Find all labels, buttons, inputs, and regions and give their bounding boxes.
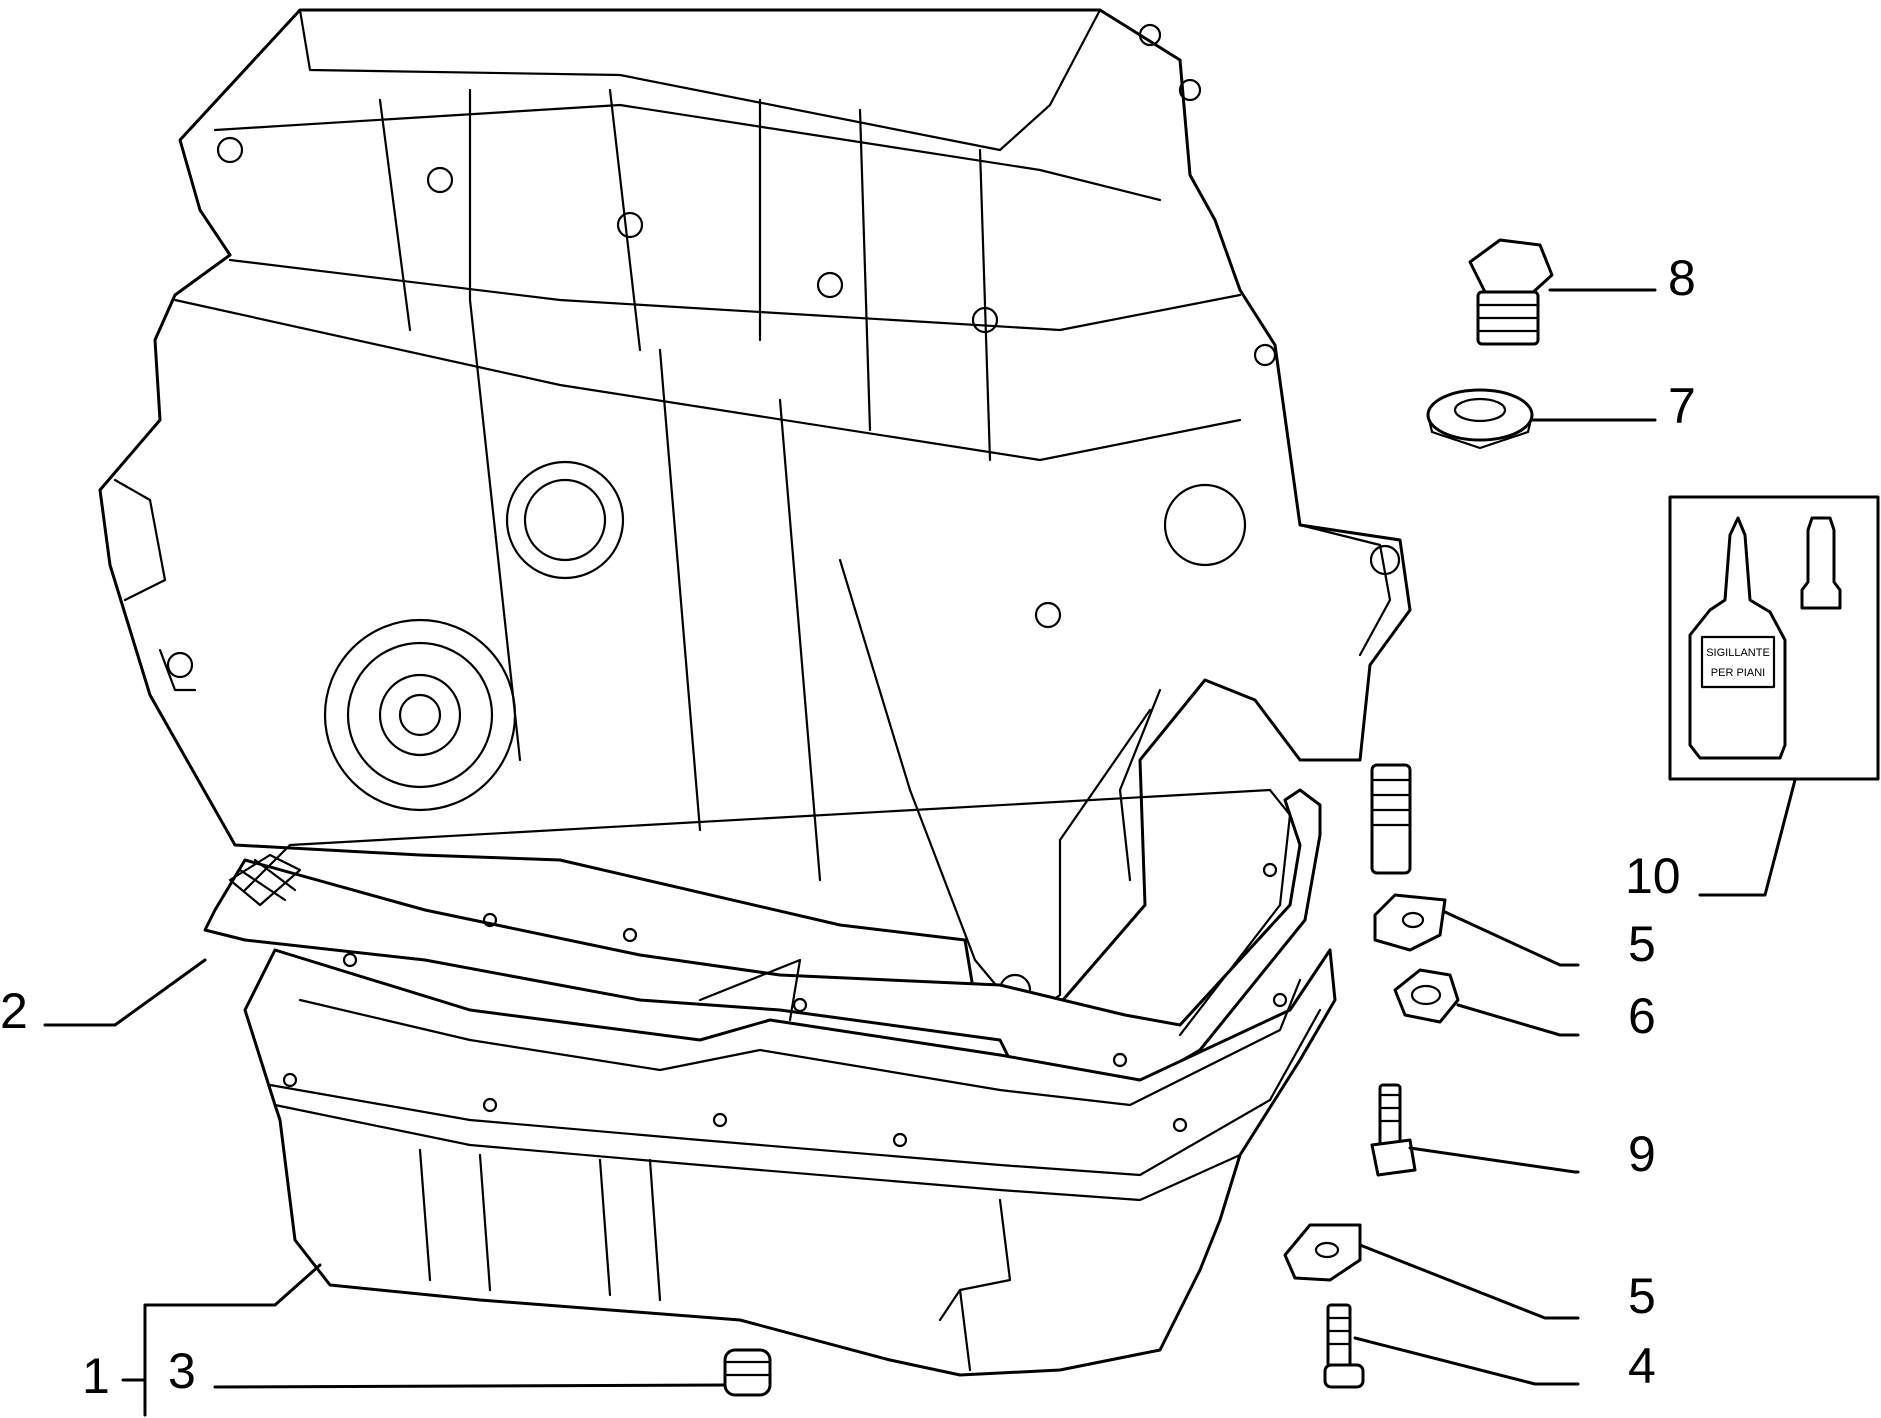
plug-part-3 [723,1348,772,1397]
callout-1: 1 [82,1348,110,1404]
callout-8: 8 [1668,250,1696,306]
callout-10: 10 [1625,848,1681,904]
screw-part-4 [1323,1303,1365,1389]
callout-4: 4 [1628,1338,1656,1394]
drain-plug-part-8 [1468,238,1554,346]
sealant-kit-part-10: SIGILLANTE PER PIANI [1668,495,1880,781]
nut-part-6 [1393,968,1460,1024]
bolt-part-9 [1370,1083,1417,1177]
engine-block [98,8,1412,1032]
stud [1370,763,1412,875]
sealant-tube-text-line1: SIGILLANTE [1706,647,1770,659]
callout-7: 7 [1668,378,1696,434]
leader-lines [43,288,1797,1417]
callout-5-upper: 5 [1628,916,1656,972]
callout-5-lower: 5 [1628,1268,1656,1324]
washer-part-7 [1426,388,1534,450]
callout-9: 9 [1628,1126,1656,1182]
plate-part-5-lower [1283,1223,1362,1282]
callout-labels: 1 2 3 4 5 5 6 7 8 9 10 [0,250,1696,1404]
gasket-part-2 [203,788,1322,1087]
callout-3: 3 [168,1343,196,1399]
plate-part-5-upper [1373,893,1447,952]
oil-pan-part-1 [243,948,1337,1377]
sealant-tube-text-line2: PER PIANI [1711,667,1765,679]
callout-6: 6 [1628,988,1656,1044]
callout-2: 2 [0,983,28,1039]
